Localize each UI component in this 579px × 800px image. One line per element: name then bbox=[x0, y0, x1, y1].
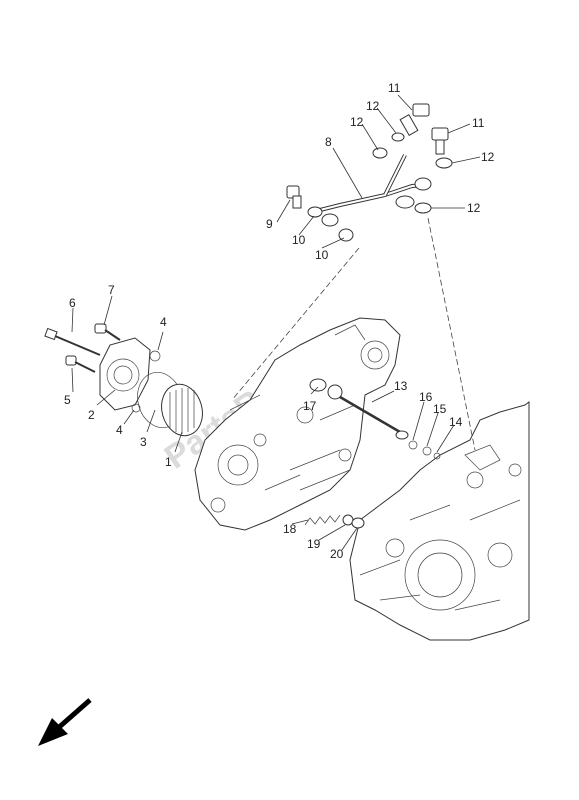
reference-line bbox=[231, 247, 360, 401]
copper-washer bbox=[435, 157, 453, 169]
shaft-o-ring bbox=[408, 440, 418, 450]
label-12: 12 bbox=[481, 150, 495, 164]
label-9: 9 bbox=[266, 217, 273, 231]
copper-washer bbox=[391, 132, 405, 142]
oil-delivery-pipe bbox=[311, 154, 432, 214]
relief-plug bbox=[351, 517, 365, 529]
union-bolt-right bbox=[431, 127, 449, 155]
label-12: 12 bbox=[467, 201, 481, 215]
shaft-seal bbox=[422, 446, 432, 456]
label-11: 11 bbox=[472, 116, 485, 130]
shaft-circlip bbox=[433, 452, 441, 460]
label-8: 8 bbox=[325, 135, 332, 149]
relief-ball bbox=[342, 514, 354, 526]
label-11: 11 bbox=[388, 81, 401, 95]
label-7: 7 bbox=[108, 283, 115, 297]
bearing bbox=[309, 378, 327, 392]
label-10: 10 bbox=[292, 233, 306, 247]
label-19: 19 bbox=[307, 537, 321, 551]
label-12: 12 bbox=[366, 99, 380, 113]
oil-pump-shaft bbox=[327, 384, 409, 440]
label-5: 5 bbox=[64, 393, 71, 407]
relief-spring bbox=[304, 514, 341, 526]
o-ring bbox=[149, 350, 161, 362]
reference-line bbox=[427, 217, 476, 451]
label-13: 13 bbox=[394, 379, 408, 393]
oil-filter-element bbox=[161, 383, 203, 437]
label-18: 18 bbox=[283, 522, 297, 536]
pipe-washer bbox=[321, 213, 339, 227]
pipe-bolt bbox=[286, 185, 302, 209]
pipe-washer bbox=[338, 228, 354, 242]
o-ring bbox=[131, 403, 141, 413]
bolt-lower bbox=[65, 355, 96, 373]
label-4: 4 bbox=[160, 315, 167, 329]
crankcase bbox=[349, 401, 530, 641]
label-10: 10 bbox=[315, 248, 329, 262]
label-12: 12 bbox=[350, 115, 364, 129]
label-17: 17 bbox=[303, 399, 317, 413]
crankcase-cover bbox=[194, 317, 401, 531]
union-bolt-upper bbox=[399, 103, 430, 136]
label-1: 1 bbox=[165, 455, 172, 469]
label-2: 2 bbox=[88, 408, 95, 422]
label-16: 16 bbox=[419, 390, 433, 404]
label-14: 14 bbox=[449, 415, 463, 429]
pipe-washer bbox=[307, 206, 323, 218]
leader-lines bbox=[71, 94, 481, 551]
front-direction-arrow-icon bbox=[38, 698, 92, 746]
bolt-long bbox=[44, 327, 101, 356]
bolt-short bbox=[94, 323, 121, 341]
label-15: 15 bbox=[433, 402, 447, 416]
label-6: 6 bbox=[69, 296, 76, 310]
copper-washer bbox=[414, 202, 432, 214]
label-4: 4 bbox=[116, 423, 123, 437]
label-20: 20 bbox=[330, 547, 344, 561]
label-3: 3 bbox=[140, 435, 147, 449]
oil-filter-cover bbox=[99, 337, 151, 411]
copper-washer bbox=[372, 147, 388, 159]
